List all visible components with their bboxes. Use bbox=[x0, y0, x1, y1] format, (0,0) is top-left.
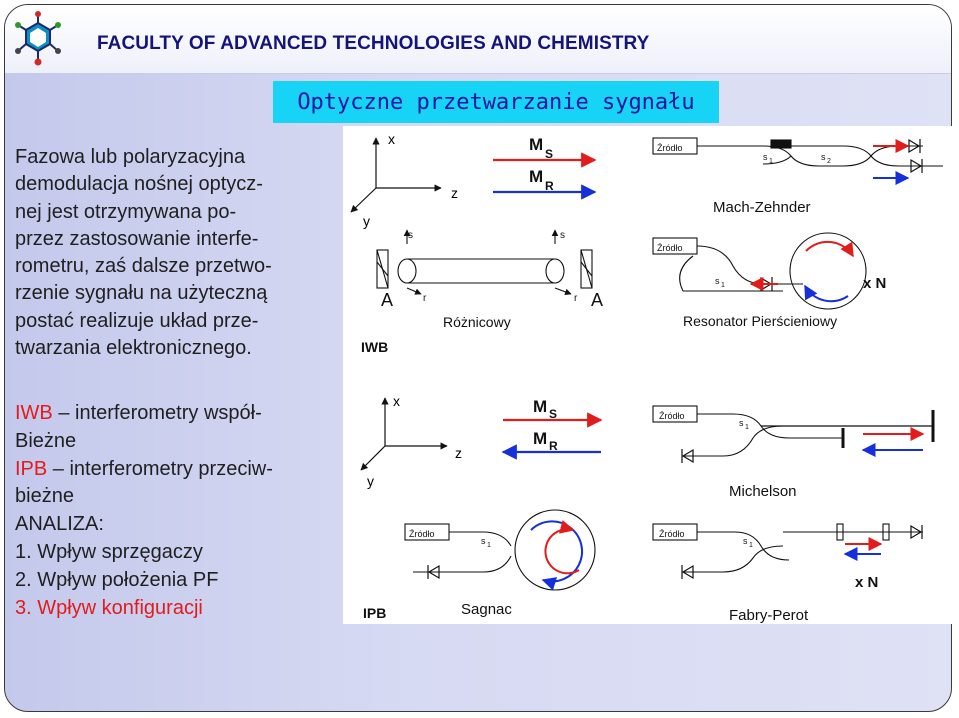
axis-x-label: x bbox=[388, 131, 395, 147]
ms-label: M bbox=[529, 135, 543, 154]
ipb-text: – interferometry przeciw- bbox=[47, 457, 273, 480]
slide-title: Optyczne przetwarzanie sygnału bbox=[273, 81, 719, 123]
fabry-perot-label: Fabry-Perot bbox=[729, 607, 809, 624]
analysis-heading: ANALIZA: bbox=[15, 513, 104, 536]
mr-sub-2: R bbox=[549, 439, 558, 453]
s1-sub-mz: 1 bbox=[769, 158, 773, 165]
mr-sub: R bbox=[545, 179, 554, 193]
ms-sub-2: S bbox=[549, 407, 557, 421]
s-label-right: s bbox=[560, 230, 565, 241]
ring-resonator-label: Resonator Pierścieniowy bbox=[683, 313, 837, 329]
s1-label-michelson: s bbox=[739, 418, 744, 428]
analysis-item-2: 2. Wpływ położenia PF bbox=[15, 568, 219, 591]
r-label-left: r bbox=[423, 293, 427, 304]
intro-line: Fazowa lub polaryzacyjna bbox=[15, 146, 246, 168]
intro-line: demodulacja nośnej optycz- bbox=[15, 173, 263, 196]
sagnac-label: Sagnac bbox=[461, 601, 512, 618]
xn-label-fp: x N bbox=[855, 574, 878, 591]
intro-line: rometru, zaś dalsze przetwo- bbox=[15, 255, 272, 278]
ipb-definition: IPB – interferometry przeciw- bbox=[15, 456, 350, 484]
s1-sub-michelson: 1 bbox=[745, 424, 749, 431]
source-label-ring: Źródło bbox=[657, 243, 683, 253]
ipb-continuation: bieżne bbox=[15, 485, 74, 508]
s1-label-ring: s bbox=[715, 276, 720, 286]
ms-sub: S bbox=[545, 147, 553, 161]
detector-icon-sagnac bbox=[427, 564, 440, 580]
mach-zehnder-label: Mach-Zehnder bbox=[713, 199, 811, 216]
interferometer-figure: x z y M S M R s s r r A bbox=[343, 126, 955, 624]
detector-icon bbox=[908, 138, 923, 174]
analysis-item-3: 3. Wpływ konfiguracji bbox=[15, 596, 203, 619]
detector-icon-michelson bbox=[681, 448, 694, 464]
s1-sub-ring: 1 bbox=[721, 282, 725, 289]
iwb-text: – interferometry współ- bbox=[52, 402, 262, 424]
s1-label-mz: s bbox=[763, 152, 768, 162]
s2-sub-mz: 2 bbox=[827, 158, 831, 165]
michelson-setup bbox=[652, 405, 935, 457]
differential-setup bbox=[376, 229, 593, 296]
axes-bottom bbox=[360, 397, 448, 471]
differential-label: Różnicowy bbox=[443, 314, 511, 330]
ring-resonator-setup bbox=[652, 232, 867, 310]
intro-line: twarzania elektronicznego. bbox=[15, 337, 252, 360]
a-label-left: A bbox=[381, 290, 393, 310]
xn-label-ring: x N bbox=[863, 275, 886, 292]
mr-label: M bbox=[529, 167, 543, 186]
intro-line: rzenie sygnału na użyteczną bbox=[15, 282, 268, 305]
axis-z-label-2: z bbox=[455, 445, 462, 461]
axis-y-label-2: y bbox=[367, 473, 374, 489]
intro-paragraph: Fazowa lub polaryzacyjna demodulacja noś… bbox=[15, 144, 350, 362]
michelson-label: Michelson bbox=[729, 483, 797, 500]
fabry-perot-setup bbox=[652, 523, 923, 573]
header-bar: FACULTY OF ADVANCED TECHNOLOGIES AND CHE… bbox=[5, 5, 951, 74]
interferometer-diagram: x z y M S M R s s r r A bbox=[350, 131, 943, 624]
s1-sub-fp: 1 bbox=[749, 542, 753, 549]
s1-label-sagnac: s bbox=[481, 536, 486, 546]
s-label-left: s bbox=[408, 230, 413, 241]
ms-label-2: M bbox=[533, 397, 547, 416]
molecule-logo-icon bbox=[15, 11, 61, 66]
ipb-label: IPB bbox=[363, 605, 386, 621]
ms-mr-arrows-bottom: M S M R bbox=[501, 397, 603, 460]
axis-x-label-2: x bbox=[393, 393, 400, 409]
ipb-abbr: IPB bbox=[15, 457, 48, 480]
intro-line: postać realizuje układ prze- bbox=[15, 309, 259, 332]
s1-sub-sagnac: 1 bbox=[487, 542, 491, 549]
notes-block: IWB – interferometry współ- Bieżne IPB –… bbox=[15, 400, 350, 622]
s2-label-mz: s bbox=[821, 152, 826, 162]
ms-mr-arrows-top: M S M R bbox=[493, 135, 597, 200]
source-label-sagnac: Źródło bbox=[409, 529, 435, 539]
faculty-name: FACULTY OF ADVANCED TECHNOLOGIES AND CHE… bbox=[97, 33, 650, 54]
intro-line: nej jest otrzymywana po- bbox=[15, 200, 237, 223]
s1-label-fp: s bbox=[743, 536, 748, 546]
analysis-item-1: 1. Wpływ sprzęgaczy bbox=[15, 540, 203, 563]
iwb-abbr: IWB bbox=[15, 402, 53, 424]
iwb-definition: IWB – interferometry współ- bbox=[15, 400, 350, 428]
source-label-fp: Źródło bbox=[659, 529, 685, 539]
mach-zehnder-setup bbox=[652, 137, 943, 167]
iwb-continuation: Bieżne bbox=[15, 429, 77, 452]
axis-z-label: z bbox=[451, 185, 458, 201]
axes-top bbox=[350, 137, 442, 213]
intro-line: przez zastosowanie interfe- bbox=[15, 227, 259, 250]
detector-icon-fp bbox=[681, 524, 923, 580]
axis-y-label: y bbox=[363, 213, 370, 229]
iwb-label: IWB bbox=[361, 339, 388, 355]
a-label-right: A bbox=[591, 290, 603, 310]
source-label-michelson: Źródło bbox=[659, 411, 685, 421]
mr-label-2: M bbox=[533, 429, 547, 448]
r-label-right: r bbox=[574, 293, 578, 304]
source-label-mz: Źródło bbox=[657, 143, 683, 153]
